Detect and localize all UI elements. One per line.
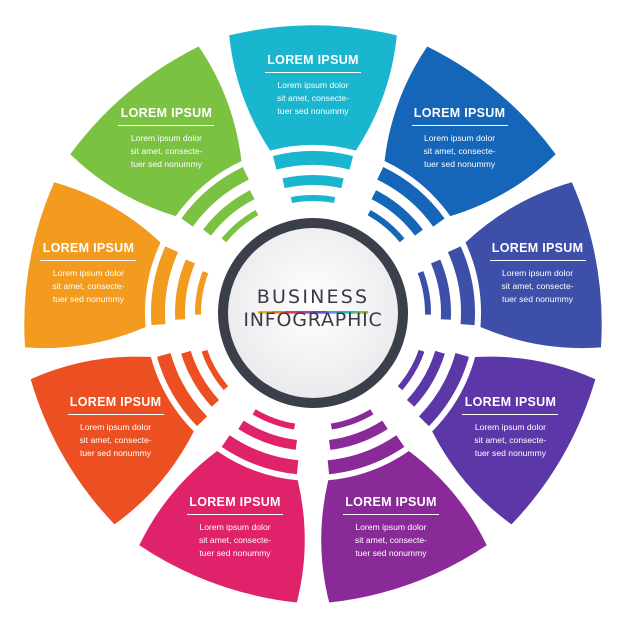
ring-segment-bottom-left-2: [238, 420, 297, 450]
ring-segment-left-3: [195, 271, 209, 315]
ring-segment-top-left-1: [181, 167, 249, 227]
ring-segment-bottom-3: [330, 409, 374, 430]
ring-segment-top-3: [290, 195, 336, 203]
step-label-top: LOREM IPSUM Lorem ipsum dolor sit amet, c…: [248, 53, 378, 118]
petal-bottom: [321, 450, 487, 603]
step-title: LOREM IPSUM: [265, 53, 361, 73]
step-title: LOREM IPSUM: [40, 241, 137, 262]
step-label-bottom: LOREM IPSUM Lorem ipsum dolor sit amet, c…: [326, 495, 456, 560]
ring-segment-top-right-1: [377, 167, 445, 227]
step-label-left-low: LOREM IPSUM Lorem ipsum dolor sit amet, c…: [51, 395, 181, 460]
center-title: BUSINESS INFOGRAPHIC: [233, 286, 393, 332]
ring-segment-right-1: [447, 246, 475, 326]
rainbow-swatch: [271, 311, 286, 314]
step-label-left: LOREM IPSUM Lorem ipsum dolor sit amet, c…: [23, 241, 153, 306]
inner-ring-segments: [151, 151, 475, 475]
ring-segment-top-left-2: [203, 190, 255, 236]
petal-top-right: [384, 46, 556, 217]
ring-segment-bottom-right-1: [418, 353, 469, 427]
ring-segment-top-2: [282, 174, 344, 189]
petal-bottom-right: [432, 356, 596, 525]
step-label-bottom-left: LOREM IPSUM Lorem ipsum dolor sit amet, c…: [170, 495, 300, 560]
rainbow-swatch: [258, 311, 273, 314]
step-title: LOREM IPSUM: [489, 241, 586, 262]
ring-segment-top-right-3: [367, 209, 405, 243]
ring-segment-bottom-right-3: [397, 349, 425, 391]
ring-segment-bottom-2: [329, 420, 388, 450]
step-title: LOREM IPSUM: [67, 395, 164, 415]
step-body: Lorem ipsum dolor sit amet, consecte- tu…: [423, 133, 496, 170]
ring-segment-right-3: [417, 271, 431, 315]
rainbow-swatch: [313, 311, 328, 314]
rainbow-swatch: [354, 311, 369, 314]
step-title: LOREM IPSUM: [411, 106, 508, 127]
ring-segment-left-1: [151, 246, 179, 326]
step-body: Lorem ipsum dolor sit amet, consecte- tu…: [198, 522, 272, 559]
step-title: LOREM IPSUM: [462, 395, 559, 415]
rainbow-swatch: [326, 311, 341, 314]
step-label-bottom-right: LOREM IPSUM Lorem ipsum dolor sit amet, c…: [445, 395, 575, 460]
petal-left-low: [30, 356, 194, 525]
center-title-line2: INFOGRAPHIC: [243, 309, 383, 331]
petal-left: [24, 182, 161, 349]
ring-segment-bottom-left-3: [252, 409, 296, 430]
center-title-line1: BUSINESS: [256, 286, 370, 308]
step-label-top-left: LOREM IPSUM Lorem ipsum dolor sit amet, c…: [101, 106, 231, 171]
petal-top-left: [70, 46, 242, 217]
step-body: Lorem ipsum dolor sit amet, consecte- tu…: [501, 268, 574, 305]
ring-segment-bottom-1: [327, 435, 405, 475]
ring-segment-left-low-3: [201, 349, 229, 391]
ring-segment-top-right-2: [371, 190, 423, 236]
step-label-right: LOREM IPSUM Lorem ipsum dolor sit amet, c…: [473, 241, 603, 306]
step-body: Lorem ipsum dolor sit amet, consecte- tu…: [52, 268, 125, 305]
rainbow-swatch: [340, 311, 355, 314]
petal-top: [229, 25, 397, 151]
step-title: LOREM IPSUM: [342, 495, 439, 516]
ring-segment-right-2: [430, 259, 451, 320]
ring-segment-left-low-2: [181, 350, 220, 407]
step-body: Lorem ipsum dolor sit amet, consecte- tu…: [474, 422, 547, 458]
ring-segment-top-left-3: [221, 209, 259, 243]
petal-bottom-left: [139, 450, 305, 603]
step-petals: [24, 25, 602, 603]
rainbow-swatch: [299, 311, 314, 314]
ring-segment-left-2: [175, 259, 196, 320]
step-body: Lorem ipsum dolor sit amet, consecte- tu…: [79, 422, 152, 458]
petal-right: [465, 182, 602, 349]
step-title: LOREM IPSUM: [187, 495, 284, 516]
step-title: LOREM IPSUM: [118, 106, 215, 127]
step-body: Lorem ipsum dolor sit amet, consecte- tu…: [276, 80, 350, 116]
ring-segment-bottom-left-1: [221, 435, 299, 475]
ring-segment-top-1: [272, 151, 354, 170]
step-body: Lorem ipsum dolor sit amet, consecte- tu…: [354, 522, 428, 559]
ring-segment-bottom-right-2: [406, 350, 445, 407]
rainbow-swatch: [285, 311, 300, 314]
step-body: Lorem ipsum dolor sit amet, consecte- tu…: [130, 133, 203, 170]
center-rainbow-divider: [258, 311, 369, 314]
ring-segment-left-low-1: [157, 353, 208, 427]
step-label-top-right: LOREM IPSUM Lorem ipsum dolor sit amet, c…: [395, 106, 525, 171]
